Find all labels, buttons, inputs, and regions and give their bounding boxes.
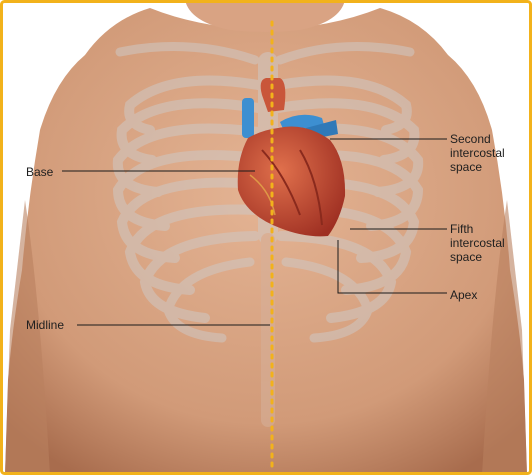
- label-second-intercostal-space: Second intercostal space: [450, 132, 505, 174]
- label-apex: Apex: [450, 288, 477, 302]
- label-midline: Midline: [26, 318, 64, 332]
- label-fifth-intercostal-space: Fifth intercostal space: [450, 222, 505, 264]
- label-base: Base: [26, 165, 53, 179]
